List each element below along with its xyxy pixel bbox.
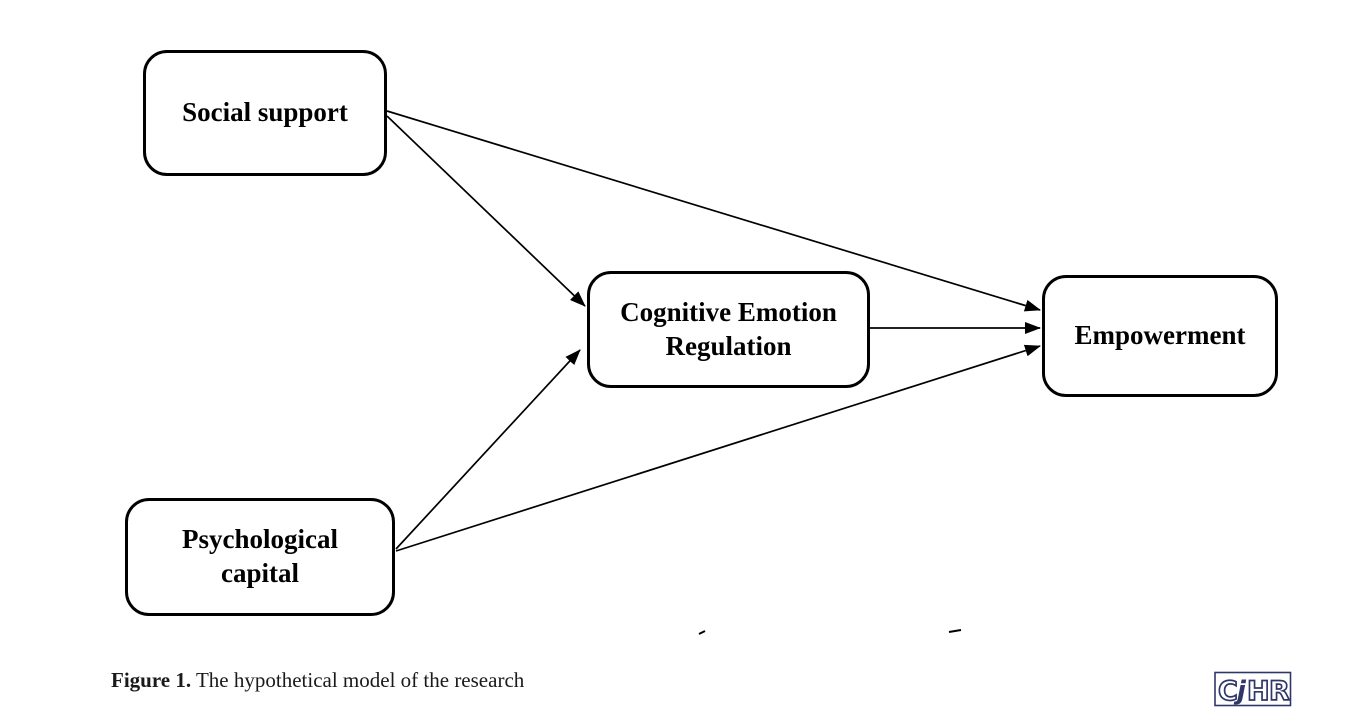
node-social-support: Social support bbox=[143, 50, 387, 176]
journal-logo: CjHR bbox=[1214, 671, 1292, 707]
node-cognitive-emotion-regulation-label: Cognitive Emotion Regulation bbox=[620, 296, 837, 361]
node-psychological-capital: Psychological capital bbox=[125, 498, 395, 616]
journal-logo-letter-j: j bbox=[1233, 676, 1247, 706]
node-empowerment-label: Empowerment bbox=[1074, 320, 1246, 351]
journal-logo-frame bbox=[1214, 671, 1292, 707]
node-social-support-label: Social support bbox=[182, 97, 348, 128]
journal-logo-letter-r: R bbox=[1269, 676, 1290, 707]
figure-caption-label: Figure 1. bbox=[111, 668, 192, 692]
stray-mark-left bbox=[698, 630, 706, 635]
arrow-social-to-cer bbox=[386, 115, 586, 307]
stray-mark-right bbox=[948, 629, 962, 633]
node-empowerment: Empowerment bbox=[1042, 275, 1278, 397]
node-cognitive-emotion-regulation: Cognitive Emotion Regulation bbox=[587, 271, 870, 388]
figure-caption-text: The hypothetical model of the research bbox=[191, 668, 525, 692]
arrow-psych-to-cer bbox=[395, 349, 581, 550]
journal-logo-letter-h: H bbox=[1247, 676, 1269, 707]
journal-logo-text: CjHR bbox=[1218, 676, 1290, 707]
journal-logo-letter-c: C bbox=[1218, 676, 1237, 707]
node-psychological-capital-label: Psychological capital bbox=[182, 524, 338, 588]
figure-caption: Figure 1. The hypothetical model of the … bbox=[111, 668, 524, 693]
